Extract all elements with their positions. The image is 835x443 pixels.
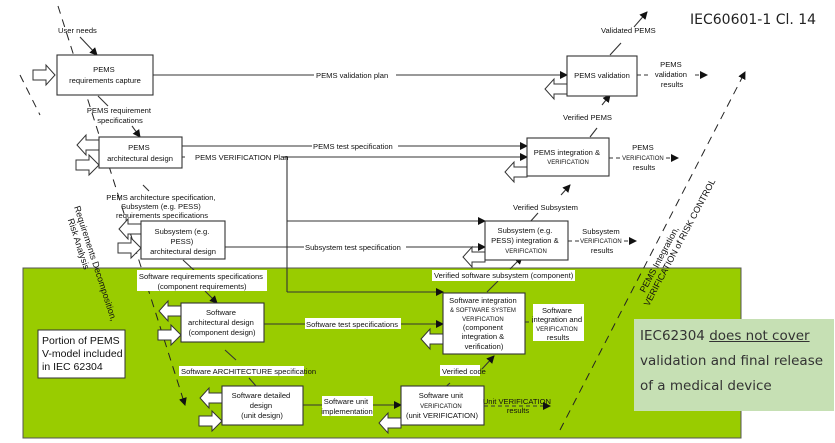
arrow-validated-pems [609, 42, 622, 56]
hollow-arrow-out-sw-unit [378, 411, 402, 435]
box-arch-design [98, 136, 183, 169]
arrow-sw-arch-spec-2 [248, 377, 257, 387]
box-sw-unit [400, 385, 485, 426]
label-bg-verified-sw-subsys [432, 270, 575, 281]
label-verified-pems: Verified PEMS [563, 113, 612, 122]
hollow-arrow-in-arch [75, 153, 100, 177]
arrow-validated-pems-2 [633, 11, 648, 28]
label-pems-valid-results: PEMS validation results [655, 60, 689, 89]
label-pems-verif-results: PEMS VERIFICATION results [622, 143, 666, 172]
label-bg-sw-integ-results [533, 304, 584, 341]
label-unit-verif-results: Unit VERIFICATION results [483, 397, 553, 415]
box-sw-detail-text: Software detailed design (unit design) [232, 391, 293, 420]
label-bg-unit-impl [322, 396, 373, 416]
arrow-verified-subsys-2 [560, 184, 571, 196]
label-pems-verif-plan: PEMS VERIFICATION Plan [195, 153, 289, 162]
label-sw-req-spec: Software requirements specifications (co… [139, 272, 265, 291]
scope-note-line-2: validation and final release [640, 353, 824, 369]
hollow-arrow-out-pems-valid [544, 77, 568, 101]
scope-note-line-1: IEC62304 does not cover [640, 328, 810, 344]
box-sw-arch [180, 302, 265, 343]
hollow-arrow-out-sw-detail [199, 386, 223, 410]
label-verified-code: Verified code [442, 367, 486, 376]
label-bg-verif-plan [185, 151, 283, 162]
scope-note-line-3: of a medical device [640, 378, 772, 394]
label-pems-arch-spec: PEMS architecture specification, Subsyst… [106, 193, 217, 220]
arrow-verified-pems-2 [601, 94, 611, 106]
label-sw-integ-results: Software integration and VERIFICATION re… [532, 306, 584, 342]
label-bg-test-spec [312, 140, 398, 151]
box-portion [37, 329, 126, 379]
label-pems-validation-plan: PEMS validation plan [316, 71, 388, 80]
arrow-req-spec [97, 95, 109, 107]
label-sw-test-spec: Software test specifications [306, 320, 398, 329]
box-pems-integ [526, 137, 610, 177]
label-user-needs: User needs [58, 26, 97, 35]
scope-note-emphasis: does not cover [709, 328, 810, 344]
arrow-verified-sw-subsys [486, 280, 499, 293]
standard-reference-title: IEC60601-1 Cl. 14 [690, 12, 817, 28]
box-pems-valid-text: PEMS validation [574, 71, 630, 80]
hollow-arrow-out-subsys-integ [462, 245, 486, 269]
hollow-arrow-out-sw-arch [158, 299, 182, 323]
box-sw-arch-text: Software architectural design (component… [188, 308, 256, 337]
hollow-arrow-out-sw-integ [420, 327, 444, 351]
label-sw-arch-spec: Software ARCHITECTURE specification [181, 367, 316, 376]
box-pems-valid [566, 55, 638, 97]
box-pems-integ-text: PEMS integration & VERIFICATION [534, 148, 602, 166]
hollow-arrow-in-sw-arch [157, 323, 182, 347]
box-req-capture [56, 54, 154, 96]
hollow-arrow-in-req [32, 63, 56, 87]
box-subsys-integ [484, 220, 569, 261]
arrow-verified-pems [589, 127, 598, 138]
label-bg-subsys-test [304, 241, 406, 252]
hollow-arrow-in-sw-detail [198, 409, 223, 433]
right-diagonal-arrow [559, 71, 746, 431]
box-sw-integ [442, 292, 526, 355]
label-verified-subsys: Verified Subsystem [513, 203, 578, 212]
box-subsys-arch [140, 220, 226, 260]
label-pems-test-spec: PEMS test specification [313, 142, 393, 151]
box-subsys-integ-text: Subsystem (e.g. PESS) integration & VERI… [491, 226, 561, 255]
arrow-verified-code-2 [481, 355, 495, 370]
label-bg-sw-req [137, 270, 267, 291]
arrow-user-needs [79, 36, 98, 56]
box-subsys-arch-text: Subsystem (e.g. PESS) architectural desi… [150, 227, 216, 256]
label-verified-sw-subsys: Verified software subsystem (component) [434, 271, 574, 280]
box-sw-integ-text: Software integration & SOFTWARE SYSTEM V… [449, 296, 519, 351]
label-sw-unit-impl: Software unit implementation [321, 397, 373, 416]
iec62304-region [22, 267, 742, 439]
arrow-req-spec-2 [131, 125, 141, 138]
label-bg-validation-plan [314, 69, 396, 80]
arrow-sw-req [204, 290, 218, 304]
label-subsys-verif-results: Subsystem VERIFICATION results [580, 227, 624, 255]
hollow-arrow-out-pems-integ [504, 160, 528, 184]
hollow-arrow-out-subsys [118, 217, 142, 241]
arrow-arch-spec [142, 184, 150, 192]
box-sw-detail [221, 385, 304, 426]
arrow-sw-arch-spec [224, 349, 237, 361]
box-req-capture-text: PEMS requirements capture [69, 65, 141, 85]
box-arch-design-text: PEMS architectural design [107, 143, 173, 163]
hollow-arrow-out-arch [76, 133, 100, 157]
scope-note: IEC62304 does not cover validation and f… [634, 319, 834, 411]
label-pems-req-spec: PEMS requirement specifications [87, 106, 153, 125]
box-sw-unit-text: Software unit VERIFICATION (unit VERIFIC… [406, 391, 478, 420]
box-portion-text: Portion of PEMS V-model included in IEC … [42, 335, 125, 373]
label-bg-sw-test [305, 318, 401, 329]
label-bg-sw-arch-spec [179, 366, 304, 376]
hollow-arrow-in-subsys [117, 236, 142, 260]
label-subsys-test-spec: Subsystem test specification [305, 243, 401, 252]
left-diagonal-arrow-2 [19, 74, 41, 116]
label-validated-pems: Validated PEMS [601, 26, 656, 35]
label-bg-verified-code [440, 365, 480, 376]
